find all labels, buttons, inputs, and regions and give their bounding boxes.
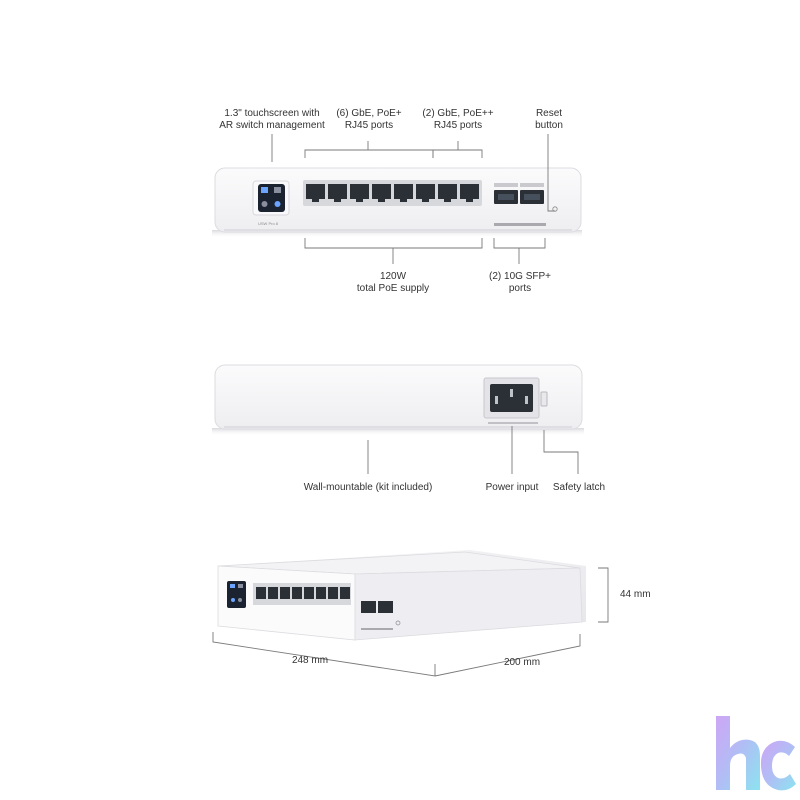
angled-rj45-port (280, 587, 290, 599)
front-rj45-port (416, 184, 435, 199)
sfp-ports-label: (2) 10G SFP+ ports (489, 271, 551, 294)
front-rj45-port (438, 184, 457, 199)
wall-mount-label: Wall-mountable (kit included) (303, 482, 433, 493)
dimension-lines (212, 567, 609, 677)
angled-rj45-port (328, 587, 338, 599)
height-dimension-label: 44 mm (620, 589, 651, 600)
rear-power-input (483, 377, 540, 424)
angled-rj45-port (268, 587, 278, 599)
front-rj45-port-tab (444, 199, 451, 202)
power-input-label: Power input (485, 482, 539, 493)
rear-safety-latch (540, 391, 548, 407)
angled-rj45-port (256, 587, 266, 599)
front-rj45-port (328, 184, 347, 199)
front-rj45-port-tab (312, 199, 319, 202)
gbe-poe-plus-label: (6) GbE, PoE+ RJ45 ports (336, 108, 402, 131)
front-leader-lines (271, 134, 555, 264)
rear-leader-lines (367, 426, 579, 474)
front-rj45-port-tab (466, 199, 473, 202)
width-dimension-label: 248 mm (291, 655, 329, 666)
hc-watermark-logo (716, 716, 796, 791)
safety-latch-label: Safety latch (552, 482, 606, 493)
front-rj45-port-tab (356, 199, 363, 202)
front-device-logo: USW Pro 8 (258, 221, 279, 226)
front-rj45-port-tab (422, 199, 429, 202)
gbe-poe-plusplus-label: (2) GbE, PoE++ RJ45 ports (422, 108, 494, 131)
angled-rj45-port (304, 587, 314, 599)
front-rj45-port (306, 184, 325, 199)
front-rj45-port (460, 184, 479, 199)
angled-rj45-port (292, 587, 302, 599)
reset-button-label: Reset button (535, 108, 563, 131)
front-touchscreen: USW Pro 8 (252, 180, 290, 226)
front-rj45-port (394, 184, 413, 199)
poe-supply-label: 120W total PoE supply (356, 271, 430, 294)
front-rj45-ports (303, 180, 482, 206)
front-rj45-port-tab (334, 199, 341, 202)
front-sfp-ports (494, 183, 558, 226)
angled-rj45-port (340, 587, 350, 599)
depth-dimension-label: 200 mm (503, 657, 541, 668)
touchscreen-label: 1.3" touchscreen with AR switch manageme… (219, 108, 325, 131)
front-rj45-port-tab (400, 199, 407, 202)
angled-device (217, 550, 586, 641)
angled-rj45-port (316, 587, 326, 599)
front-rj45-port (350, 184, 369, 199)
front-rj45-port-tab (378, 199, 385, 202)
front-rj45-port (372, 184, 391, 199)
